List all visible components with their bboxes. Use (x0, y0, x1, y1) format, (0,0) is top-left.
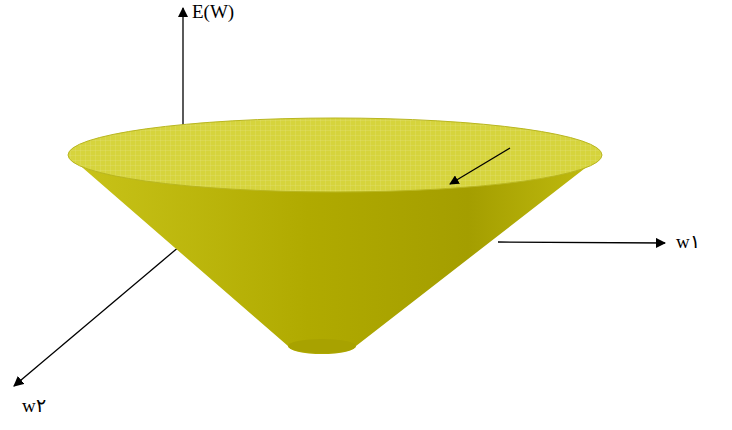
cone-tip (288, 339, 356, 353)
cone-top (68, 118, 602, 192)
axis-label-e: E(W) (192, 2, 234, 23)
axis-label-w2: w۲ (22, 396, 46, 417)
descent-arrow (450, 148, 510, 184)
axis-label-w1: w۱ (676, 232, 700, 253)
axis-w1 (498, 242, 665, 243)
axis-e (182, 8, 183, 140)
axis-w2 (14, 246, 180, 386)
